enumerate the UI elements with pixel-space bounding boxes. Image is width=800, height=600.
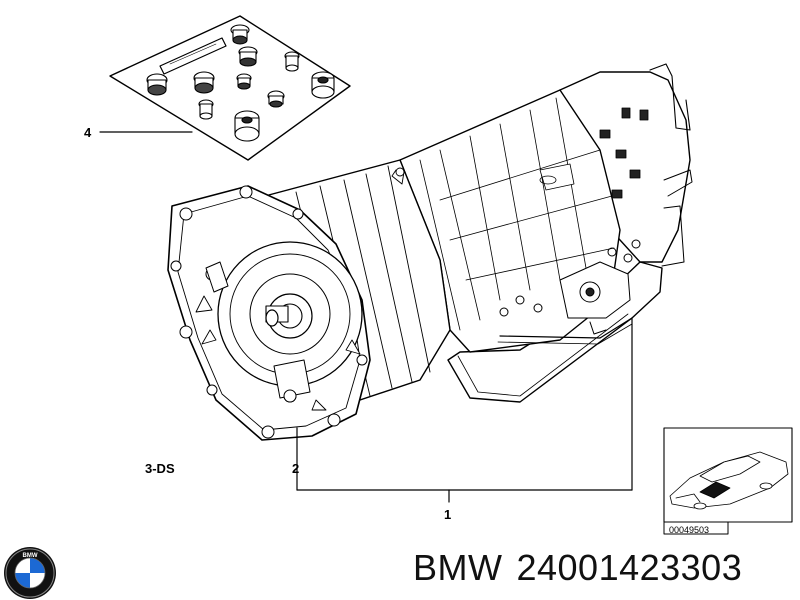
- part-number: 24001423303: [516, 547, 743, 588]
- bmw-logo-icon: BMW: [4, 547, 56, 599]
- callout-1-label: 1: [444, 507, 452, 522]
- inset-code: 00049503: [669, 525, 710, 535]
- part-title: BMW 24001423303: [413, 550, 742, 586]
- car-locator-icon: [669, 451, 789, 510]
- model-label: 3-DS: [145, 461, 175, 476]
- logo-lettering: BMW: [23, 553, 38, 559]
- transmission-body: [167, 63, 693, 441]
- callout-leaders: [296, 317, 633, 503]
- callout-2-label: 2: [292, 461, 300, 476]
- callout-4-label: 4: [84, 125, 92, 140]
- locator-inset: [663, 427, 793, 535]
- fastener-kit-tray: [109, 15, 351, 161]
- brand-name: BMW: [413, 547, 503, 588]
